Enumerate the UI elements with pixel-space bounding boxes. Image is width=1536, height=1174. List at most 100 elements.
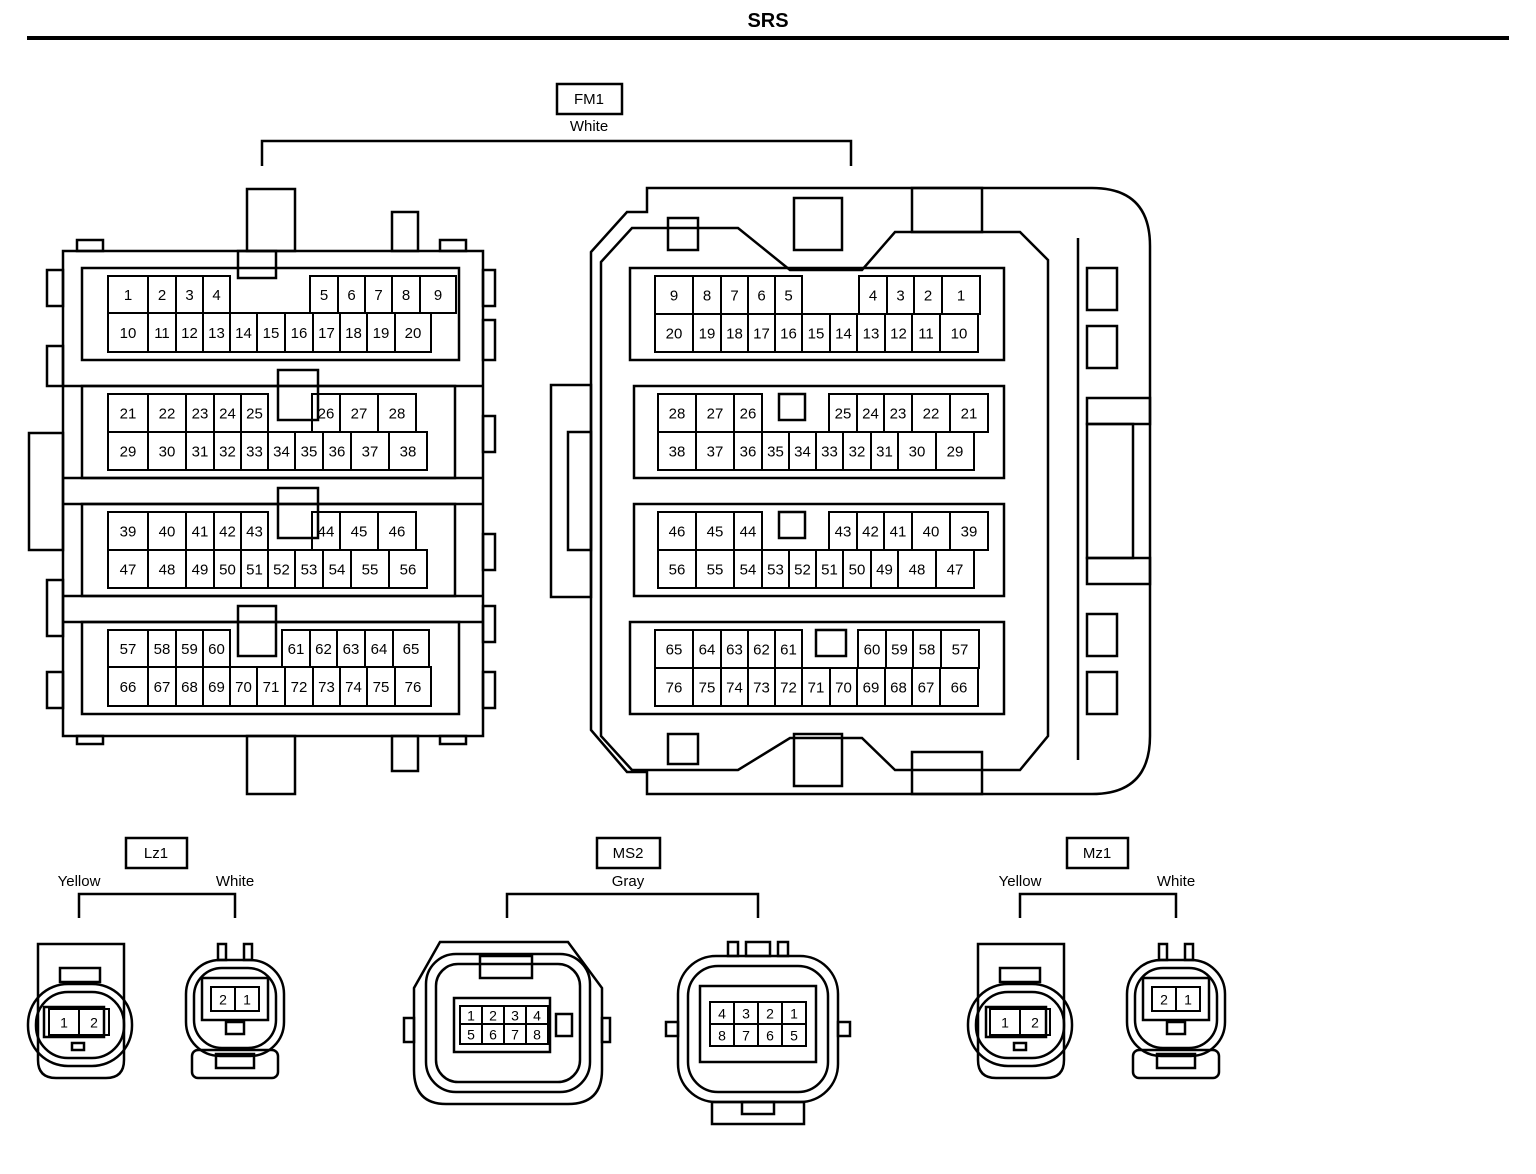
lz1-right-connector (184, 942, 286, 1080)
pin-number: 60 (208, 641, 225, 658)
pin-number: 51 (821, 562, 838, 579)
pin-cell (935, 431, 975, 471)
pin-number: 10 (951, 326, 968, 343)
ms2-bracket (505, 892, 760, 918)
pin-number: 49 (192, 562, 209, 579)
pin-number: 12 (181, 325, 198, 342)
pin-number: 44 (318, 524, 335, 541)
pin-number: 18 (345, 325, 362, 342)
pin-number: 2 (489, 1008, 497, 1024)
pin-number: 26 (318, 406, 335, 423)
pin-number: 35 (767, 444, 784, 461)
pin-cell (939, 667, 979, 707)
pin-number: 1 (1001, 1015, 1009, 1031)
mz1-id: Mz1 (1083, 845, 1111, 862)
pin-number: 35 (301, 444, 318, 461)
pin-number: 7 (374, 287, 382, 304)
pin-cell (388, 431, 428, 471)
pin-number: 1 (957, 288, 965, 305)
pin-number: 71 (263, 679, 280, 696)
pin-number: 64 (699, 642, 716, 659)
pin-cell (939, 313, 979, 353)
pin-number: 29 (947, 444, 964, 461)
pin-number: 13 (208, 325, 225, 342)
pin-cell (388, 549, 428, 589)
lz1-bracket (77, 892, 237, 918)
lz1-left-color: Yellow (58, 873, 101, 890)
pin-number: 6 (757, 288, 765, 305)
fm1-left-connector (27, 187, 497, 796)
pin-number: 36 (740, 444, 757, 461)
pin-number: 25 (246, 406, 263, 423)
pin-number: 21 (120, 406, 137, 423)
pin-number: 53 (767, 562, 784, 579)
pin-number: 6 (766, 1028, 774, 1044)
pin-number: 17 (318, 325, 335, 342)
fm1-color: White (570, 118, 608, 135)
pin-number: 32 (219, 444, 236, 461)
pin-number: 55 (362, 562, 379, 579)
pin-number: 7 (742, 1028, 750, 1044)
page-title: SRS (747, 10, 789, 32)
ms2-left-connector (402, 940, 612, 1106)
pin-number: 14 (235, 325, 252, 342)
pin-number: 46 (669, 524, 686, 541)
pin-cell (78, 1008, 110, 1036)
pin-number: 70 (835, 680, 852, 697)
pin-number: 16 (780, 326, 797, 343)
pin-number: 24 (219, 406, 236, 423)
pin-number: 52 (273, 562, 290, 579)
pin-number: 44 (740, 524, 757, 541)
pin-number: 4 (212, 287, 220, 304)
pin-number: 76 (405, 679, 422, 696)
pin-number: 5 (790, 1028, 798, 1044)
pin-cell (935, 549, 975, 589)
pin-number: 56 (669, 562, 686, 579)
pin-number: 28 (669, 406, 686, 423)
pin-number: 1 (790, 1006, 798, 1022)
pin-number: 70 (235, 679, 252, 696)
pin-number: 50 (849, 562, 866, 579)
pin-number: 58 (919, 642, 936, 659)
pin-number: 74 (345, 679, 362, 696)
pin-number: 48 (909, 562, 926, 579)
mz1-bracket (1018, 892, 1178, 918)
pin-cell (394, 666, 432, 707)
mz1-left-connector (966, 942, 1074, 1080)
pin-number: 4 (533, 1008, 541, 1024)
pin-number: 39 (961, 524, 978, 541)
pin-number: 1 (60, 1015, 68, 1031)
pin-number: 69 (208, 679, 225, 696)
mz1-label-box (1065, 836, 1130, 870)
lz1-id: Lz1 (144, 845, 168, 862)
pin-number: 34 (794, 444, 811, 461)
pin-number: 2 (219, 992, 227, 1008)
pin-number: 21 (961, 406, 978, 423)
title-rule (27, 36, 1509, 40)
pin-number: 55 (707, 562, 724, 579)
pin-number: 51 (246, 562, 263, 579)
pin-number: 73 (318, 679, 335, 696)
pin-number: 36 (329, 444, 346, 461)
pin-number: 25 (835, 406, 852, 423)
pin-number: 2 (924, 288, 932, 305)
pin-number: 45 (707, 524, 724, 541)
pin-number: 19 (373, 325, 390, 342)
pin-number: 6 (489, 1027, 497, 1043)
pin-number: 72 (291, 679, 308, 696)
pin-number: 31 (876, 444, 893, 461)
pin-number: 11 (918, 326, 934, 343)
pin-number: 63 (726, 642, 743, 659)
pin-number: 76 (666, 680, 683, 697)
pin-number: 48 (159, 562, 176, 579)
mz1-left-color: Yellow (999, 873, 1042, 890)
pin-cell (1175, 986, 1201, 1012)
pin-number: 75 (699, 680, 716, 697)
lz1-label-box (124, 836, 189, 870)
pin-number: 64 (371, 641, 388, 658)
lz1-right-color: White (216, 873, 254, 890)
fm1-bracket (260, 139, 853, 166)
pin-number: 2 (90, 1015, 98, 1031)
pin-number: 63 (343, 641, 360, 658)
pin-number: 38 (400, 444, 417, 461)
